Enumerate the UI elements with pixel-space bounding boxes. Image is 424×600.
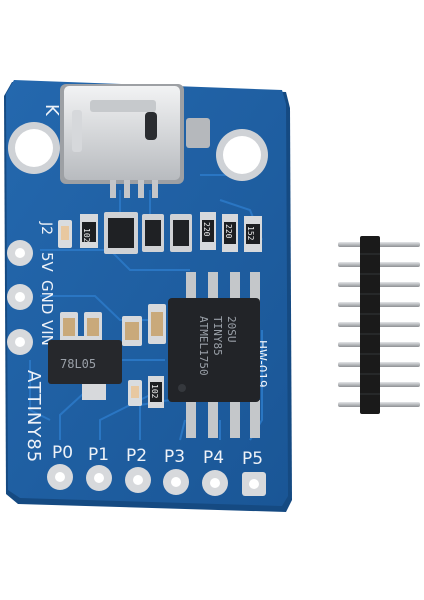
attiny85-chip: ATMEL1750 TINY85 20SU [168, 272, 260, 438]
top-components: 102 220 220 152 [58, 212, 262, 254]
power-pin-label-5v: 5V [38, 252, 56, 273]
resistor-label-1: 102 [82, 228, 91, 243]
io-pin-labels: P0 P1 P2 P3 P4 P5 [52, 443, 263, 469]
pcb-board: K J2 5V GND VIN ATTINY85 HW-019 P0 P1 P2… [4, 80, 292, 512]
power-pin-label-vin: VIN [38, 320, 56, 346]
chip-marking-line2: TINY85 [211, 316, 224, 356]
power-pin-label-gnd: GND [38, 280, 56, 314]
board-name-label: ATTINY85 [23, 370, 44, 463]
usb-side-pad [186, 118, 210, 148]
chip-marking-line3: 20SU [225, 316, 238, 343]
header-label: J2 [38, 221, 54, 235]
lower-components: 102 [128, 376, 164, 408]
io-pin-label-p3: P3 [164, 447, 185, 467]
capacitors [60, 304, 166, 346]
chip-marking-line1: ATMEL1750 [197, 316, 210, 376]
io-pin-label-p1: P1 [88, 445, 109, 465]
io-pin-label-p2: P2 [126, 446, 147, 466]
resistor-label-5: 102 [150, 384, 159, 399]
pin-header-strip [338, 236, 420, 414]
header-plastic-body [360, 236, 380, 414]
mounting-hole-right [216, 129, 268, 181]
voltage-regulator: 78L05 [48, 336, 122, 400]
io-pin-label-p4: P4 [203, 448, 224, 468]
micro-usb-connector [60, 84, 184, 198]
resistor-label-3: 220 [224, 224, 233, 239]
corner-label: K [41, 104, 62, 117]
resistor-label-4: 152 [246, 226, 255, 241]
regulator-marking: 78L05 [60, 357, 96, 371]
power-pin-pads [7, 240, 33, 355]
mounting-hole-left [8, 122, 60, 174]
io-pin-pads [47, 464, 266, 496]
io-pin-label-p0: P0 [52, 443, 73, 463]
resistor-label-2: 220 [202, 222, 211, 237]
io-pin-label-p5: P5 [242, 449, 263, 469]
